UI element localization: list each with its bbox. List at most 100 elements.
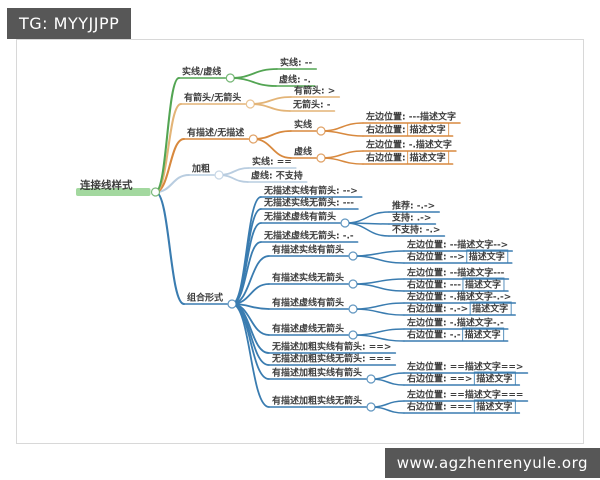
mindmap-node-label[interactable]: 右边位置: --- bbox=[406, 279, 461, 291]
mindmap-edge bbox=[231, 255, 270, 305]
mindmap-node-label[interactable]: 无描述实线有箭头: --> bbox=[263, 185, 358, 197]
mindmap-edge bbox=[370, 406, 405, 414]
mindmap-node-label[interactable]: 无箭头: - bbox=[292, 99, 331, 111]
mindmap-node-boxed-text: 描述文字 bbox=[476, 401, 512, 413]
mindmap-node-label[interactable]: 右边位置: --> bbox=[406, 251, 465, 263]
node-collapse-circle[interactable] bbox=[214, 170, 224, 180]
mindmap-edge bbox=[352, 302, 405, 310]
mindmap-node-label[interactable]: 有箭头/无箭头 bbox=[184, 92, 241, 104]
mindmap-edge bbox=[352, 334, 405, 342]
mindmap-node-label[interactable]: 组合形式 bbox=[187, 292, 223, 304]
mindmap-node-label[interactable]: 有描述实线无箭头 bbox=[272, 272, 344, 284]
mindmap-node-label[interactable]: 无描述加粗实线无箭头: === bbox=[271, 353, 391, 365]
mindmap-node-boxed-text: 描述文字 bbox=[410, 124, 446, 136]
mindmap-edge bbox=[229, 68, 278, 79]
mindmap-node-label[interactable]: 右边位置: -.- bbox=[406, 329, 461, 341]
mindmap-node-label[interactable]: 虚线 bbox=[294, 146, 312, 158]
mindmap-node-label[interactable]: 无描述实线无箭头: --- bbox=[263, 197, 354, 209]
mindmap-edge bbox=[352, 328, 405, 336]
mindmap-node-label[interactable]: 右边位置: === bbox=[406, 401, 472, 413]
mindmap-node-label[interactable]: 左边位置: ==描述文字=== bbox=[406, 389, 523, 401]
mindmap-node-label[interactable]: 实线: == bbox=[252, 156, 292, 168]
mindmap-edge bbox=[231, 303, 270, 354]
mindmap-node-boxed-text: 描述文字 bbox=[465, 329, 501, 341]
node-collapse-circle[interactable] bbox=[316, 126, 326, 136]
node-collapse-circle[interactable] bbox=[245, 99, 255, 109]
mindmap-edge bbox=[320, 130, 364, 137]
mindmap-node-boxed-text: 描述文字 bbox=[472, 303, 508, 315]
mindmap-node-label[interactable]: 加粗 bbox=[191, 163, 210, 175]
node-collapse-circle[interactable] bbox=[366, 402, 376, 412]
mindmap-edge bbox=[370, 378, 405, 386]
mindmap-node-boxed-text: 描述文字 bbox=[410, 152, 446, 164]
watermark-url-badge: www.agzhenrenyule.org bbox=[384, 448, 600, 478]
node-collapse-circle[interactable] bbox=[348, 304, 358, 314]
mindmap-node-label[interactable]: 推荐: -.-> bbox=[392, 200, 435, 212]
mindmap-edge bbox=[249, 103, 291, 112]
mindmap-node-label[interactable]: 有描述虚线无箭头 bbox=[272, 323, 344, 335]
mindmap-edge bbox=[370, 372, 405, 380]
mindmap-edge bbox=[252, 130, 292, 140]
mindmap-edge bbox=[231, 303, 270, 408]
mindmap-node-label[interactable]: 有描述/无描述 bbox=[187, 127, 244, 139]
mindmap-edge bbox=[352, 250, 405, 257]
mindmap-node-label[interactable]: 无描述虚线无箭头: -.- bbox=[263, 230, 354, 242]
mindmap-edge bbox=[352, 255, 405, 264]
mindmap-node-label[interactable]: 支持: .-> bbox=[391, 212, 431, 224]
mindmap-node-label[interactable]: 左边位置: -.描述文字 bbox=[365, 139, 452, 151]
mindmap-node-label[interactable]: 无描述虚线有箭头 bbox=[263, 211, 336, 223]
node-collapse-circle[interactable] bbox=[227, 299, 237, 309]
node-collapse-circle[interactable] bbox=[225, 73, 235, 83]
mindmap-node-boxed-text: 描述文字 bbox=[469, 251, 505, 263]
mindmap-node-label[interactable]: 虚线: -. bbox=[279, 74, 311, 86]
node-collapse-circle[interactable] bbox=[248, 134, 258, 144]
mindmap-edge bbox=[252, 138, 292, 159]
node-collapse-circle[interactable] bbox=[150, 187, 161, 197]
mindmap-node-label[interactable]: 无描述加粗实线有箭头: ==> bbox=[271, 341, 391, 353]
mindmap-node-label[interactable]: 左边位置: --描述文字--- bbox=[406, 267, 505, 279]
mindmap-edge bbox=[352, 283, 405, 292]
mindmap-node-label[interactable]: 不支持: -.> bbox=[392, 224, 440, 236]
mindmap-node-label[interactable]: 虚线: 不支持 bbox=[251, 170, 303, 182]
mindmap-node-boxed-text: 描述文字 bbox=[465, 279, 501, 291]
node-collapse-circle[interactable] bbox=[366, 374, 376, 384]
node-collapse-circle[interactable] bbox=[348, 279, 358, 289]
mindmap-node-label[interactable]: 有箭头: > bbox=[294, 85, 335, 97]
node-collapse-circle[interactable] bbox=[340, 218, 350, 228]
mindmap-edge bbox=[320, 122, 364, 132]
mindmap-edge bbox=[231, 303, 270, 380]
mindmap-edge bbox=[344, 211, 390, 224]
mindmap-edge bbox=[320, 157, 364, 165]
mindmap-node-label[interactable]: 有描述加粗实线有箭头 bbox=[272, 367, 362, 379]
mindmap-node-label[interactable]: 实线: -- bbox=[280, 57, 312, 69]
mindmap-node-label[interactable]: 右边位置: bbox=[365, 152, 406, 164]
mindmap-edge bbox=[352, 308, 405, 316]
node-collapse-circle[interactable] bbox=[316, 153, 326, 163]
mindmap-node-label[interactable]: 实线 bbox=[294, 119, 312, 131]
mindmap-node-label[interactable]: 左边位置: -.描述文字-.- bbox=[406, 317, 504, 329]
mindmap-edge bbox=[229, 77, 277, 87]
mindmap-node-label[interactable]: 有描述虚线有箭头 bbox=[272, 297, 344, 309]
mindmap-node-label[interactable]: 有描述加粗实线无箭头 bbox=[272, 395, 362, 407]
watermark-tag-badge: TG: MYYJJPP bbox=[7, 8, 132, 39]
mindmap-edge bbox=[218, 167, 250, 176]
mindmap-node-label[interactable]: 左边位置: ---描述文字 bbox=[365, 111, 456, 123]
node-collapse-circle[interactable] bbox=[348, 330, 358, 340]
mindmap-edge bbox=[370, 400, 405, 408]
mindmap-node-label[interactable]: 左边位置: -.描述文字-.-> bbox=[406, 291, 511, 303]
mindmap-node-boxed-text: 描述文字 bbox=[476, 373, 512, 385]
mindmap-edge bbox=[352, 278, 405, 285]
mindmap-node-label[interactable]: 有描述实线有箭头 bbox=[272, 244, 344, 256]
mindmap-root-label[interactable]: 连接线样式 bbox=[80, 179, 133, 192]
mindmap-node-label[interactable]: 左边位置: ==描述文字==> bbox=[406, 361, 523, 373]
node-collapse-circle[interactable] bbox=[348, 251, 358, 261]
mindmap-node-label[interactable]: 右边位置: bbox=[365, 124, 406, 136]
mindmap-node-label[interactable]: 右边位置: ==> bbox=[406, 373, 472, 385]
mindmap-node-label[interactable]: 实线/虚线 bbox=[182, 66, 221, 78]
mindmap-node-label[interactable]: 右边位置: -.-> bbox=[406, 303, 468, 315]
root-highlight-bar bbox=[76, 188, 151, 196]
mindmap-node-label[interactable]: 左边位置: --描述文字--> bbox=[406, 239, 508, 251]
mindmap-edge bbox=[249, 96, 292, 105]
mindmap-edge bbox=[154, 190, 186, 306]
